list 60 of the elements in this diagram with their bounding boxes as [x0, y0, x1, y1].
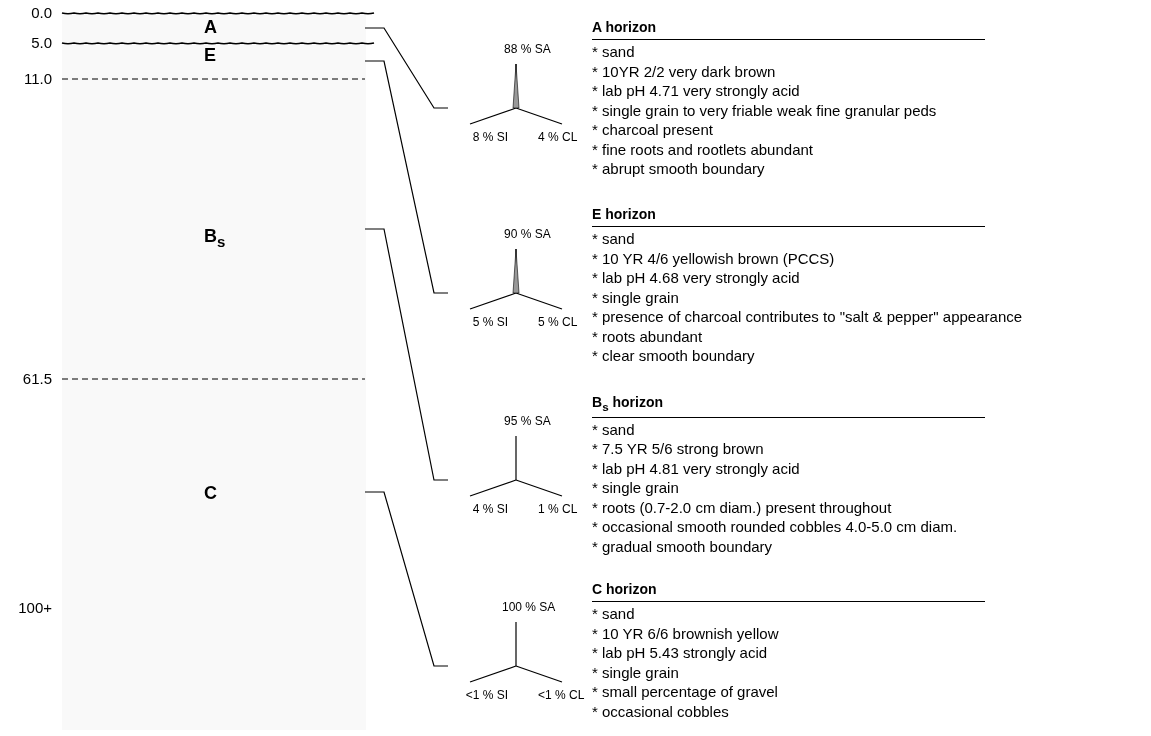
property-item: * charcoal present [592, 120, 713, 140]
horizon-heading: A horizon [592, 19, 657, 35]
property-item: * single grain [592, 287, 679, 307]
sand-percentage: 88 % SA [504, 42, 551, 56]
property-item: * lab pH 4.71 very strongly acid [592, 81, 800, 101]
property-item: * single grain to very friable weak fine granular peds [592, 100, 937, 120]
property-item: * lab pH 5.43 strongly acid [592, 643, 768, 663]
property-item: * roots abundant [592, 326, 703, 346]
silt-percentage: 5 % SI [472, 315, 508, 329]
clay-percentage: 4 % CL [538, 130, 578, 144]
property-item: * fine roots and rootlets abundant [592, 139, 813, 159]
horizon-heading: B$_{s}$ horizon [592, 394, 664, 413]
horizon-symbol: B$_{s}$ [204, 226, 226, 250]
property-item: * 7.5 YR 5/6 strong brown [592, 439, 764, 459]
horizon-heading: C horizon [592, 581, 657, 597]
depth-label: 100+ [17, 599, 52, 616]
soil-horizon-layer [62, 43, 366, 79]
property-item: * clear smooth boundary [592, 346, 755, 366]
silt-percentage: <1 % SI [465, 688, 508, 702]
clay-percentage: 1 % CL [538, 502, 578, 516]
depth-label: 5.0 [30, 34, 52, 51]
soil-horizon-layer [62, 379, 366, 730]
depth-label: 11.0 [22, 70, 52, 87]
property-item: * occasional cobbles [592, 701, 729, 721]
clay-percentage: 5 % CL [538, 315, 578, 329]
soil-horizon-layer [62, 13, 366, 43]
depth-label: 61.5 [21, 370, 52, 387]
property-item: * 10 YR 6/6 brownish yellow [592, 623, 779, 643]
soil-horizon-layer [62, 79, 366, 379]
property-item: * sand [592, 229, 635, 249]
horizon-symbol: A [204, 17, 217, 38]
bracket-line [364, 228, 449, 481]
property-item: * abrupt smooth boundary [592, 159, 765, 179]
silt-percentage: 4 % SI [472, 502, 508, 516]
property-item: * lab pH 4.68 very strongly acid [592, 268, 800, 288]
horizon-symbol: C [204, 483, 217, 504]
property-item: * single grain [592, 478, 679, 498]
property-item: * gradual smooth boundary [592, 536, 773, 557]
property-item: * sand [592, 604, 635, 624]
silt-percentage: 8 % SI [472, 130, 508, 144]
property-item: * lab pH 4.81 very strongly acid [592, 458, 800, 479]
horizon-symbol: E [204, 45, 216, 66]
property-item: * occasional smooth rounded cobbles 4.0-5.0 cm diam. [592, 517, 958, 537]
horizon-heading: E horizon [592, 206, 656, 222]
property-item: * 10 YR 4/6 yellowish brown (PCCS) [592, 248, 835, 268]
property-item: * sand [592, 42, 635, 62]
bracket-line [364, 60, 449, 294]
sand-percentage: 100 % SA [502, 600, 556, 614]
bracket-line [364, 491, 449, 667]
sand-percentage: 90 % SA [504, 227, 551, 241]
property-item: * single grain [592, 662, 679, 682]
property-item: * 10YR 2/2 very dark brown [592, 61, 776, 81]
property-item: * sand [592, 419, 635, 440]
property-item: * roots (0.7-2.0 cm diam.) present throughout [592, 497, 892, 518]
property-item: * small percentage of gravel [592, 682, 778, 702]
bracket-line [364, 27, 449, 109]
clay-percentage: <1 % CL [538, 688, 585, 702]
depth-label: 0.0 [30, 4, 52, 21]
property-item: * presence of charcoal contributes to "salt & pepper" appearance [592, 307, 1023, 327]
sand-percentage: 95 % SA [504, 414, 551, 428]
